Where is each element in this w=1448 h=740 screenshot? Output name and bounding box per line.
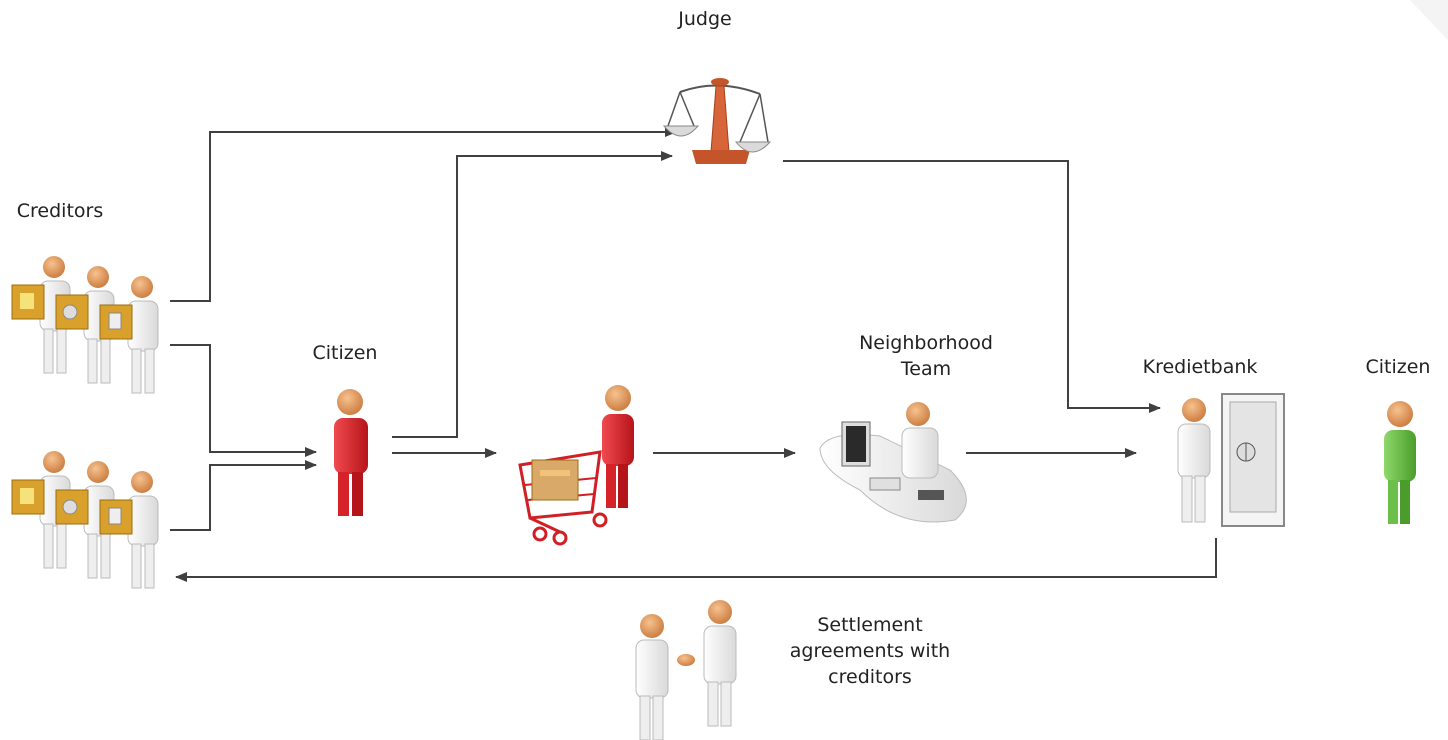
label-judge: Judge xyxy=(678,8,732,30)
judge-scale-icon xyxy=(662,78,772,164)
handshake-icon xyxy=(635,600,737,740)
citizen-red-person-icon xyxy=(334,389,368,516)
creditors-group-bottom xyxy=(11,451,159,589)
arrow-kredietbank-to-creditors xyxy=(175,538,1217,582)
label-kredietbank: Kredietbank xyxy=(1142,356,1258,378)
arrow-creditors-to-judge xyxy=(170,127,677,302)
label-citizen-right: Citizen xyxy=(1365,356,1431,378)
creditors-group-top xyxy=(11,256,159,394)
arrow-citizen-to-judge xyxy=(392,151,673,438)
corner-decoration xyxy=(1410,0,1448,40)
connectors xyxy=(170,127,1217,582)
label-creditors: Creditors xyxy=(16,200,104,222)
label-settlement: Settlement agreements with creditors xyxy=(789,614,951,688)
neighborhood-team-desk-icon xyxy=(819,402,967,523)
kredietbank-safe-person-icon xyxy=(1177,393,1285,527)
label-citizen-left: Citizen xyxy=(312,342,378,364)
arrow-judge-to-kredietbank xyxy=(783,160,1161,413)
shopping-cart-person-icon xyxy=(518,385,634,546)
arrow-creditors-bottom-to-citizen xyxy=(170,460,317,531)
citizen-green-person-icon xyxy=(1384,401,1416,524)
arrow-creditors-top-to-citizen xyxy=(170,344,317,457)
label-neighborhood-team: Neighborhood Team xyxy=(859,332,993,380)
